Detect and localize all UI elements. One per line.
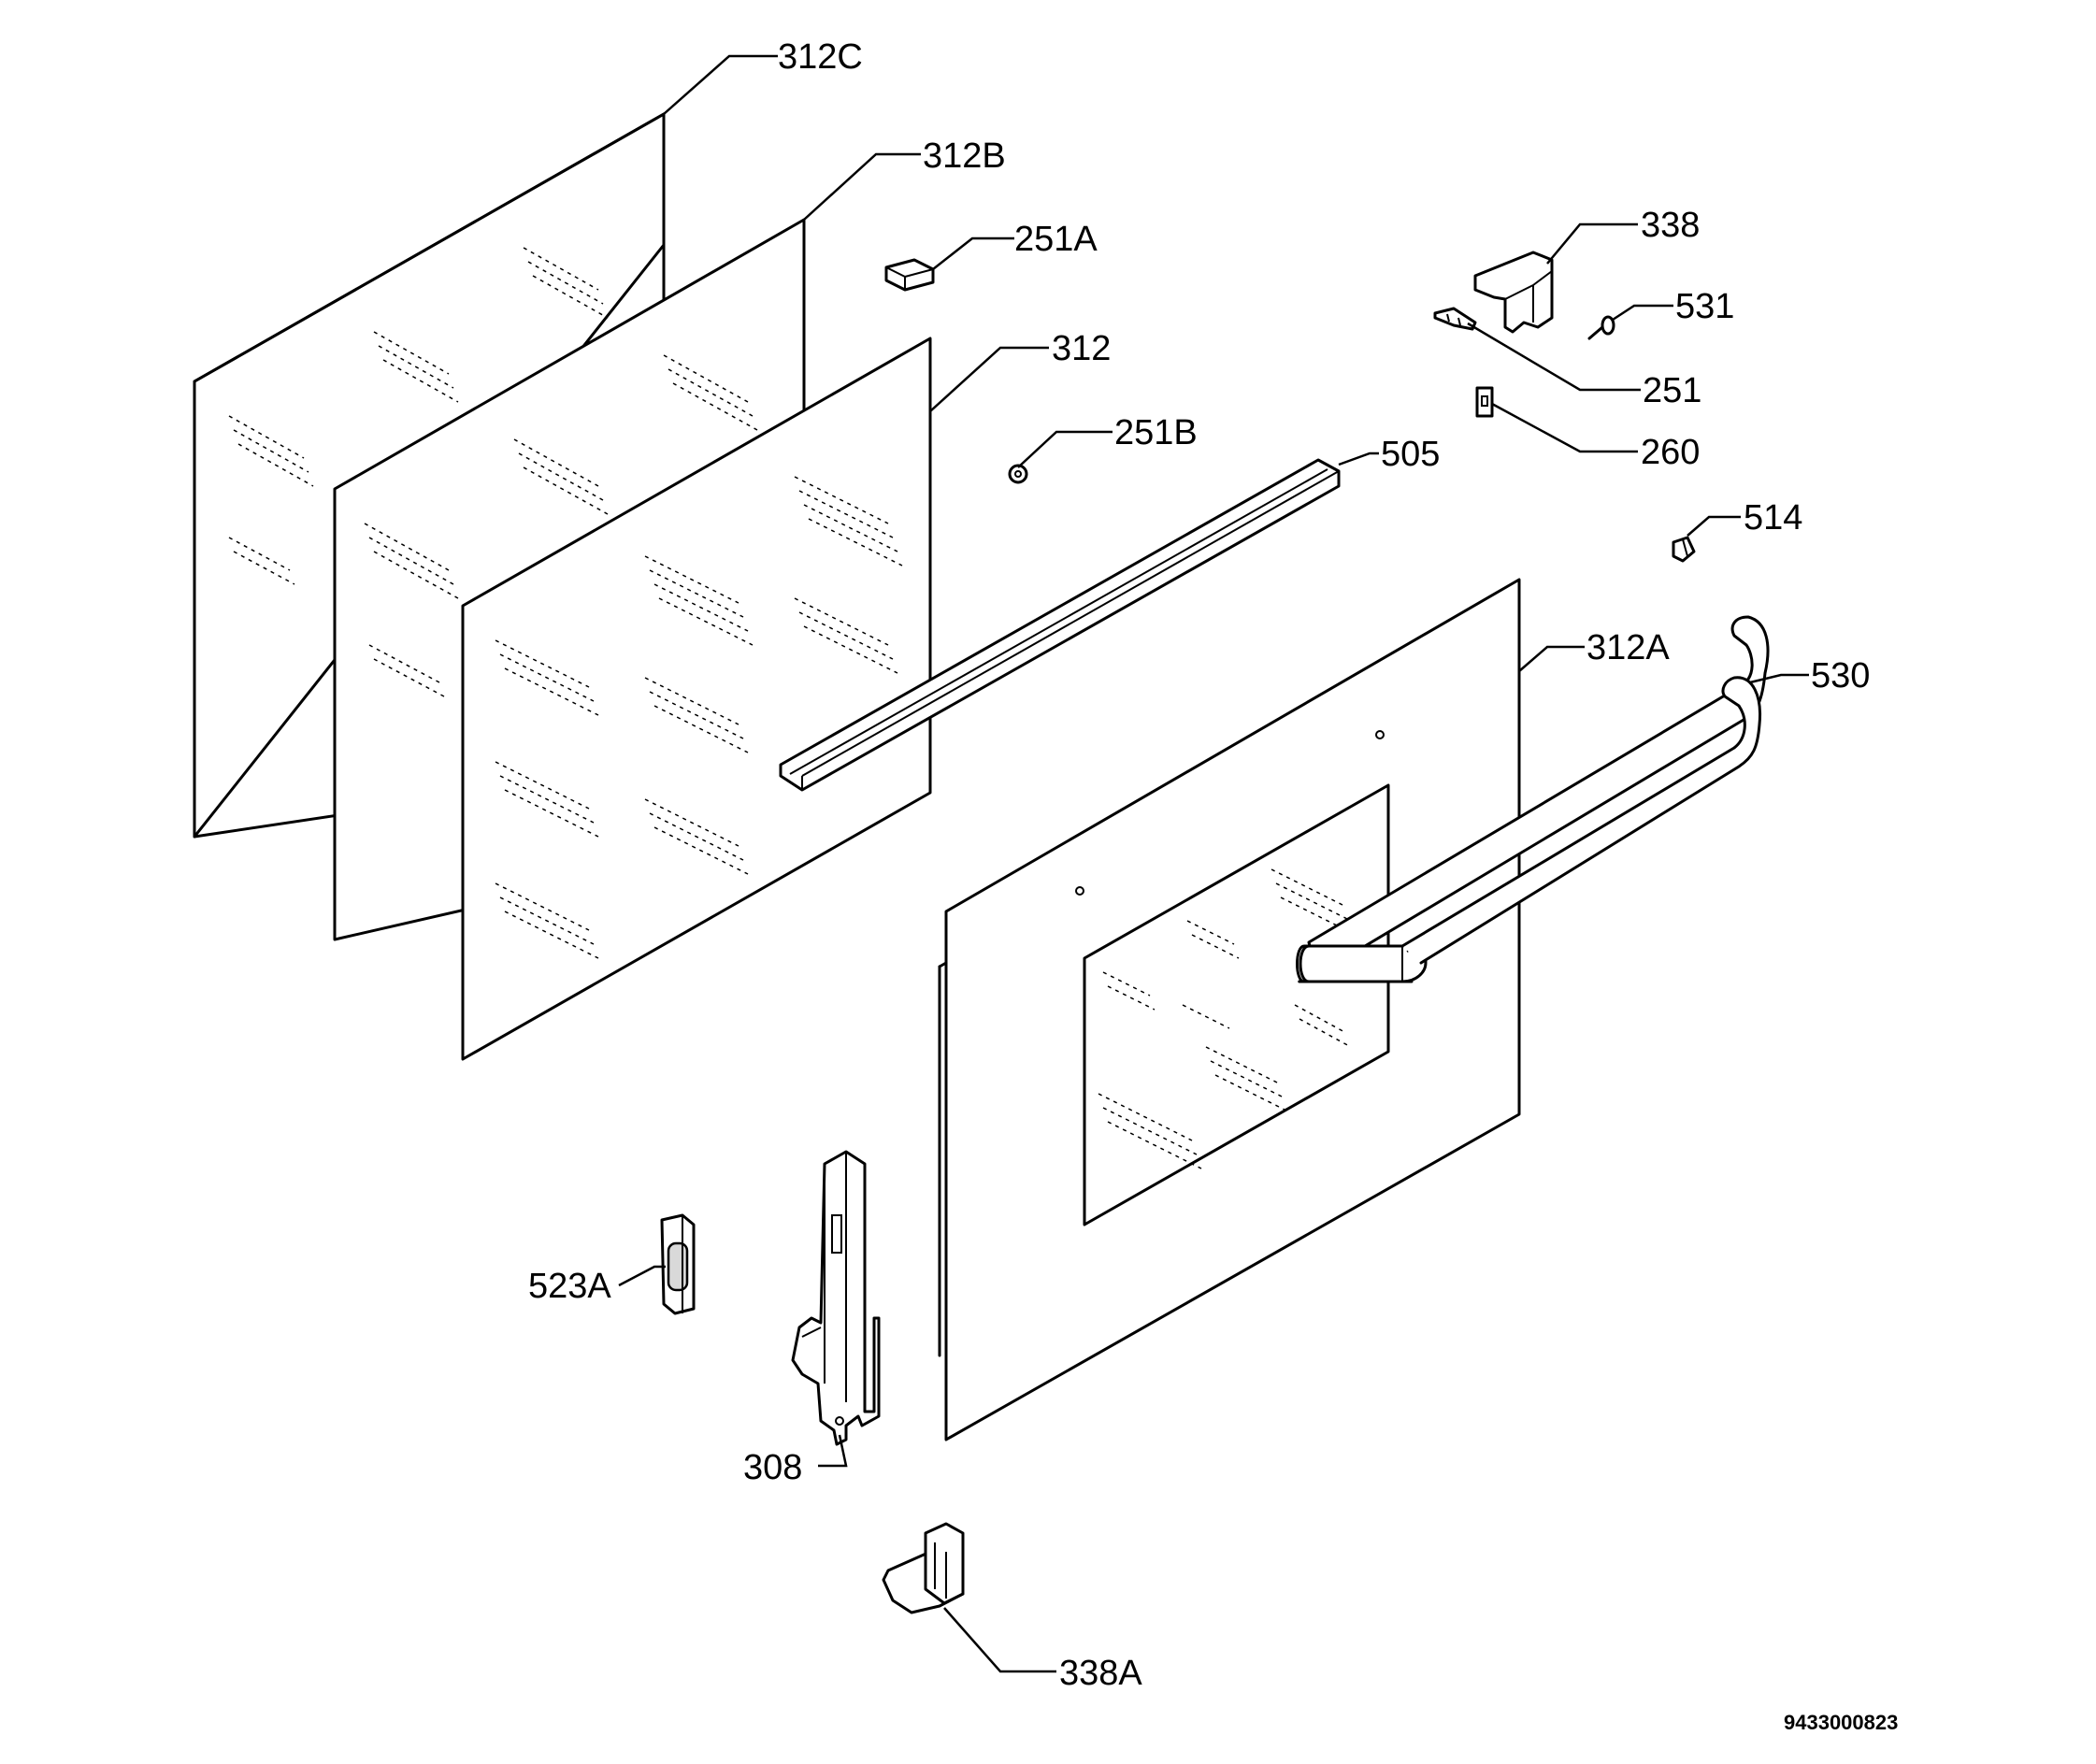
hinge-cover-338[interactable]	[1473, 251, 1554, 334]
screw-251b[interactable]	[1008, 464, 1028, 484]
callout-251b: 251B	[1114, 413, 1198, 452]
callout-312: 312	[1052, 329, 1111, 368]
hinge-308[interactable]	[791, 1150, 881, 1446]
callout-312a: 312A	[1586, 628, 1670, 667]
bush-514[interactable]	[1672, 536, 1696, 563]
screw-531[interactable]	[1587, 315, 1615, 340]
callout-531: 531	[1675, 287, 1734, 326]
callout-338a: 338A	[1059, 1654, 1142, 1693]
callout-308: 308	[743, 1448, 802, 1487]
callout-260: 260	[1641, 433, 1700, 472]
outer-door-panel-312a[interactable]	[938, 578, 1521, 1441]
clip-251a[interactable]	[884, 258, 935, 292]
callout-251: 251	[1643, 371, 1701, 410]
trim-strip-505[interactable]	[779, 458, 1341, 792]
callout-312c: 312C	[778, 37, 863, 77]
bracket-251[interactable]	[1433, 307, 1477, 331]
callout-523a: 523A	[528, 1267, 611, 1306]
callout-338: 338	[1641, 206, 1700, 245]
glass-pane-312[interactable]	[461, 337, 932, 1061]
callout-530: 530	[1811, 656, 1870, 696]
callout-251a: 251A	[1014, 220, 1098, 259]
callout-labels: 312C 312B 251A 312 251B 505 338 531 251 …	[528, 37, 1870, 1693]
hinge-cover-338a[interactable]	[882, 1522, 965, 1614]
callout-514: 514	[1744, 498, 1802, 538]
door-handle-530[interactable]	[1296, 615, 1770, 983]
callout-505: 505	[1381, 435, 1440, 474]
cover-523a[interactable]	[660, 1213, 696, 1315]
leader-lines	[618, 54, 1809, 1673]
plate-260[interactable]	[1475, 386, 1494, 418]
drawing-number: 9433000823	[1784, 1711, 1898, 1734]
callout-312b: 312B	[923, 136, 1006, 176]
